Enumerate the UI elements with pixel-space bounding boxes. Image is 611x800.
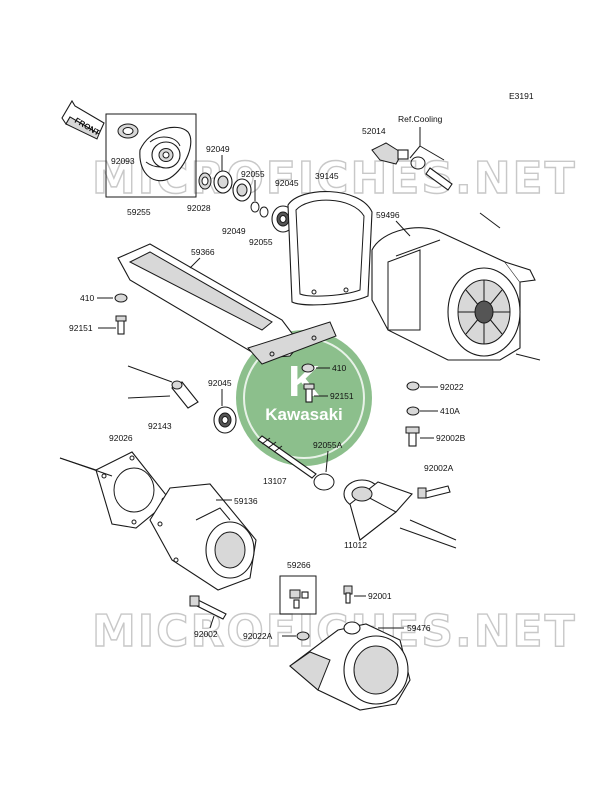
washer-92022A [296,631,310,641]
pump-housing-59496 [371,227,536,361]
spacer-92143 [171,380,199,409]
label-92028: 92028 [187,203,211,213]
label-92049-top: 92049 [206,144,230,154]
washer-410-right [301,363,315,373]
label-92022A: 92022A [243,631,273,641]
label-13107: 13107 [263,476,287,486]
oring-92055A [313,473,335,491]
washer-410A [406,406,420,416]
label-59255: 59255 [127,207,151,217]
impeller-assembly [105,113,197,198]
label-92002B: 92002B [436,433,466,443]
label-92143: 92143 [148,421,172,431]
label-92026: 92026 [109,433,133,443]
label-92093: 92093 [111,156,135,166]
label-59476: 59476 [407,623,431,633]
bolt-92002 [189,595,227,620]
label-59136: 59136 [234,496,258,506]
label-92001: 92001 [368,591,392,601]
label-92055A: 92055A [313,440,343,450]
label-92002A: 92002A [424,463,454,473]
diagram-code: E3191 [509,91,534,101]
label-92049-bottom: 92049 [222,226,246,236]
label-92151-right: 92151 [330,391,354,401]
label-92055-top: 92055 [241,169,265,179]
gasket-92026 [95,451,171,529]
label-52014: 52014 [362,126,386,136]
label-410-left: 410 [80,293,94,303]
steering-nozzle-59476 [289,621,411,711]
label-92055-bottom: 92055 [249,237,273,247]
logo-brand: Kawasaki [265,405,343,424]
logo-mark: K [288,357,320,406]
cone-11012 [343,479,413,541]
label-92151-left: 92151 [69,323,93,333]
bolt-92151-left [115,315,127,335]
label-92045-lower: 92045 [208,378,232,388]
label-92045-top: 92045 [275,178,299,188]
front-arrow-icon: FRONT [61,99,105,140]
label-92002: 92002 [194,629,218,639]
screw-92001 [343,585,353,604]
label-39145: 39145 [315,171,339,181]
label-11012: 11012 [344,540,367,550]
nozzle-housing-59136 [149,483,257,591]
fitting-52014 [371,142,453,191]
shaft-13107 [257,435,317,479]
bolt-92002A [417,485,451,499]
label-59266: 59266 [287,560,311,570]
fitting-59266 [279,575,317,615]
bearing-92045-lower [213,406,237,434]
label-92022: 92022 [440,382,464,392]
ref-cooling-label: Ref.Cooling [398,114,443,124]
bolt-92002B [405,426,420,447]
label-410-right: 410 [332,363,346,373]
bolt-92151-right [303,383,315,403]
label-59496: 59496 [376,210,400,220]
label-410A: 410A [440,406,460,416]
ride-plate-59366 [117,243,337,365]
washer-92022 [406,381,420,391]
label-59366: 59366 [191,247,215,257]
washer-410-left [114,293,128,303]
cover-39145 [287,190,373,306]
